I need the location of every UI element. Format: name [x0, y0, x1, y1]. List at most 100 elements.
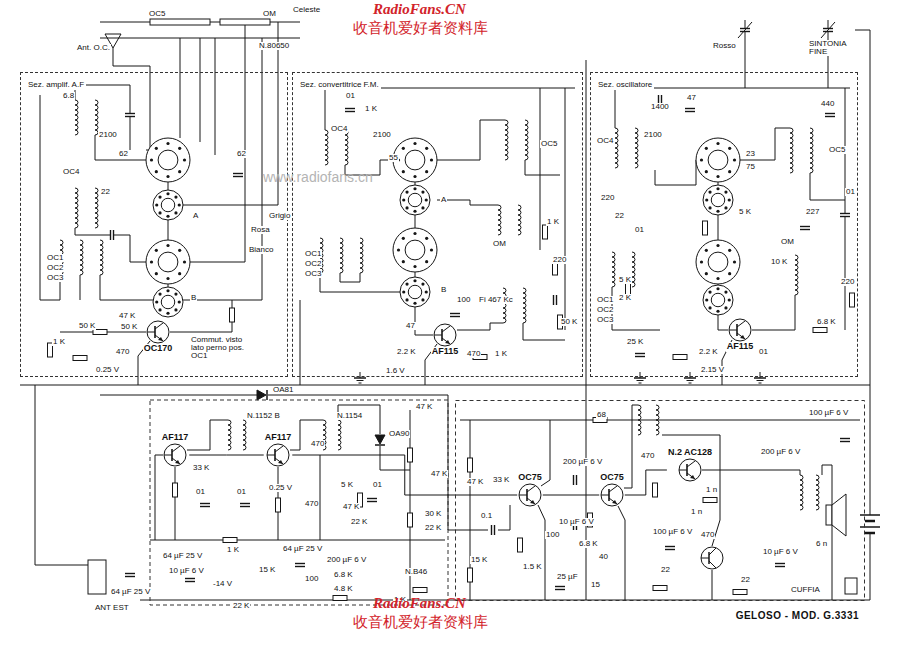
section-title: Sez. oscillatore: [596, 81, 654, 90]
component-label: 62: [236, 150, 247, 158]
capacitor-plate: [576, 475, 577, 485]
part-name: AF115: [726, 342, 755, 352]
component-label: 200 µF 6 V: [326, 556, 367, 564]
component-label: 01: [634, 226, 645, 234]
rotary-switch: [146, 138, 190, 182]
watermark: RadioFans.CN: [372, 2, 467, 17]
component-label: 5 K: [340, 481, 354, 489]
component-label: 6.8 K: [333, 571, 354, 579]
wire: [75, 228, 146, 262]
switch-contact: [178, 249, 181, 252]
part-name: OC75: [599, 473, 625, 483]
capacitor-gap: [839, 214, 851, 217]
wire: [345, 160, 393, 175]
capacitor-plate: [740, 31, 750, 32]
rotary-switch: [146, 240, 190, 284]
component-label: OC1: [304, 250, 322, 258]
switch-contact: [402, 237, 405, 240]
capacitor-plate: [185, 581, 195, 582]
coil-symbol: [100, 240, 103, 275]
part-name: OC75: [517, 473, 543, 483]
resistor-symbol: [408, 448, 413, 462]
capacitor-plate: [573, 520, 574, 530]
wire: [175, 467, 176, 540]
wire: [340, 273, 341, 282]
capacitor-plate: [840, 438, 850, 439]
switch-contact: [425, 170, 428, 173]
switch-contact: [728, 298, 731, 301]
component-label: 100 µF 6 V: [652, 528, 693, 536]
wire: [457, 323, 503, 330]
resistor-symbol: [653, 586, 667, 591]
component-label: 10 µF 6 V: [762, 548, 799, 556]
component-label: 75: [745, 163, 756, 171]
component-label: 0.25 V: [268, 484, 293, 492]
switch-contact: [155, 249, 158, 252]
coil-symbol: [95, 188, 98, 228]
part-name: OC170: [143, 344, 174, 354]
component-label: 47 K: [466, 478, 484, 486]
transistor-lead: [609, 486, 617, 492]
signal-wire: [292, 455, 517, 495]
resistor-symbol: [468, 458, 473, 472]
switch-wafer: [703, 285, 733, 315]
ground-bar: [757, 380, 764, 381]
switch-contact: [700, 260, 703, 263]
wire: [437, 120, 505, 160]
capacitor-gap: [449, 314, 461, 317]
component-label: OC1: [46, 254, 64, 262]
transistor-arrow: [740, 335, 745, 339]
capacitor-plate: [665, 546, 675, 547]
switch-contact: [178, 170, 181, 173]
component-label: 100 µF 6 V: [808, 409, 849, 417]
transistor-lead: [275, 458, 283, 464]
component-label: OC2: [46, 264, 64, 272]
wire: [832, 525, 833, 600]
wire: [618, 506, 625, 600]
switch-contact: [425, 237, 428, 240]
transistor-symbol: [266, 443, 290, 467]
capacitor-plate: [110, 230, 111, 240]
switch-contact: [402, 290, 405, 293]
wire: [80, 275, 81, 300]
rotary-switch: [703, 285, 733, 315]
capacitor-plate: [233, 173, 243, 174]
component-label: 0.1: [480, 512, 493, 520]
component-label: 1 K: [393, 596, 407, 604]
switch-contact: [150, 260, 153, 263]
component-label: 220: [600, 194, 615, 202]
ground-bar: [759, 383, 762, 384]
transistor-lead: [709, 561, 716, 568]
part-name: N.2 AC128: [667, 448, 713, 458]
coil-symbol: [523, 288, 526, 323]
component-label: OC5: [828, 146, 846, 154]
coil-symbol: [323, 420, 326, 450]
wire: [20, 385, 870, 386]
switch-contact: [708, 190, 711, 193]
coil-symbol: [810, 128, 813, 173]
diode-symbol: [257, 390, 266, 400]
coil-symbol: [95, 100, 98, 135]
switch-contact: [397, 158, 400, 161]
capacitor-symbol: [839, 439, 851, 442]
diode-bar: [266, 390, 268, 400]
wire: [810, 173, 845, 200]
capacitor-plate: [367, 501, 377, 502]
resistor-symbol: [558, 315, 563, 329]
capacitor-plate: [200, 506, 210, 507]
resistor-symbol: [626, 283, 631, 297]
component-label: 1 n: [690, 508, 703, 516]
component-label: OC1: [596, 296, 614, 304]
switch-contact: [733, 158, 736, 161]
wire: [415, 272, 416, 277]
wire: [200, 38, 201, 142]
switch-contact: [716, 210, 719, 213]
transistor-arrow: [175, 460, 180, 464]
ground-symbol: [684, 372, 696, 383]
resistor-symbol: [653, 483, 658, 497]
transistor: OC170: [143, 320, 174, 354]
component-label: 47 K: [118, 312, 136, 320]
capacitor-plate: [665, 549, 675, 550]
switch-contact: [155, 170, 158, 173]
